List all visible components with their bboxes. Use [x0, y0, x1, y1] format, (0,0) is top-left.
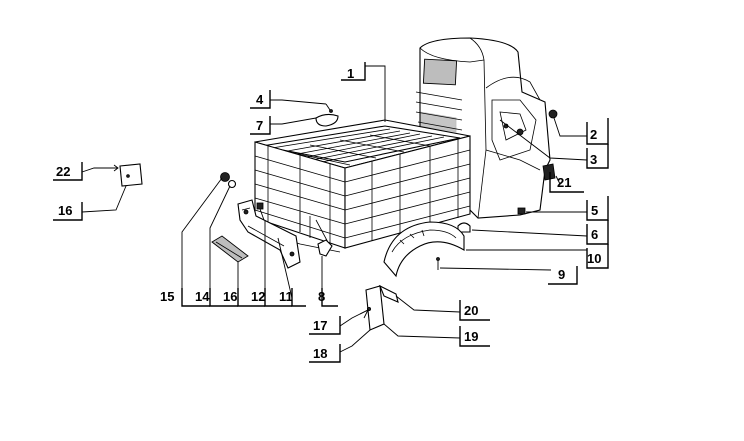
callout-4: 4 [256, 92, 264, 107]
cap-part-15 [220, 172, 230, 182]
bolt-part-12 [256, 202, 265, 221]
light-part-21 [542, 163, 556, 181]
callout-16-left: 16 [58, 203, 72, 218]
bracket-part-7 [315, 113, 339, 127]
load-bed [254, 119, 471, 253]
callout-8: 8 [318, 289, 325, 304]
callout-5: 5 [591, 203, 598, 218]
callout-21: 21 [557, 175, 571, 190]
nut-part-5 [517, 207, 526, 215]
callout-22: 22 [56, 164, 70, 179]
washer-part-14 [227, 179, 237, 189]
callout-18: 18 [313, 346, 327, 361]
callout-17: 17 [313, 318, 327, 333]
buffer-part-6 [457, 222, 471, 233]
callout-16-bottom: 16 [223, 289, 237, 304]
callout-7: 7 [256, 118, 263, 133]
latch-part-8 [317, 239, 333, 257]
callout-15: 15 [160, 289, 174, 304]
label-boxes [53, 62, 609, 363]
plate-part-22 [119, 163, 143, 187]
callout-3: 3 [590, 152, 597, 167]
mudguard-part-10 [383, 221, 465, 278]
callout-9: 9 [558, 267, 565, 282]
hinge-part-11 [237, 199, 301, 269]
callout-labels: 1 2 3 4 5 6 7 8 9 10 11 12 14 15 16 16 1… [56, 66, 601, 361]
callout-2: 2 [590, 127, 597, 142]
callout-14: 14 [195, 289, 210, 304]
pin-part-9 [436, 257, 440, 270]
lamp-part-2 [548, 109, 558, 119]
callout-11: 11 [279, 289, 293, 304]
callout-20: 20 [464, 303, 478, 318]
callout-12: 12 [251, 289, 265, 304]
license-plate-parts [365, 284, 399, 331]
leader-lines [81, 65, 588, 353]
callout-1: 1 [347, 66, 354, 81]
callout-6: 6 [591, 227, 598, 242]
cab-body [415, 37, 551, 219]
callout-10: 10 [587, 251, 601, 266]
screw-part-4 [325, 103, 333, 113]
reflector-part-16 [211, 235, 249, 263]
callout-19: 19 [464, 329, 478, 344]
